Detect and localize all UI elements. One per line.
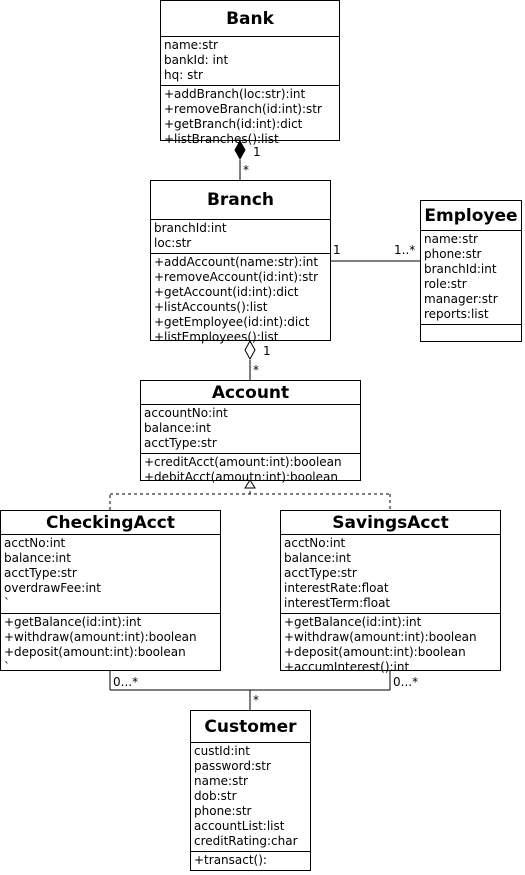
multiplicity-branch-account-branch-end: 1 [263,344,271,358]
attribute-row: acctNo:int [284,536,346,550]
attribute-row: name:str [424,232,478,246]
method-row: +accumInterest():int [284,660,410,674]
attribute-row: dob:str [194,789,237,803]
attribute-row: overdrawFee:int [4,581,101,595]
attribute-row: balance:int [4,551,71,565]
method-row: +getBranch(id:int):dict [164,117,303,131]
employee-methods [421,325,521,345]
multiplicity-bank-end: 1 [253,145,261,159]
attribute-row: interestTerm:float [284,596,391,610]
employee-class-name: Employee [421,201,521,231]
savingsacct-methods: +getBalance(id:int):int+withdraw(amount:… [281,614,500,677]
method-row: +removeBranch(id:int):str [164,102,322,116]
method-row: +withdraw(amount:int):boolean [284,630,477,644]
attribute-row: hq: str [164,68,203,82]
attribute-row: reports:list [424,307,489,321]
multiplicity-branch-account-account-end: * [253,363,259,377]
method-row: +debitAcct(amoutn:int):boolean [144,470,338,484]
attribute-row: interestRate:float [284,581,389,595]
attribute-row: password:str [194,759,271,773]
method-row: +removeAccount(id:int):str [154,270,319,284]
account-class-name: Account [141,381,360,405]
branch-class-name: Branch [151,181,330,220]
checkingacct-class-name: CheckingAcct [1,511,220,535]
method-row: +listEmployees():list [154,330,279,344]
attribute-row: branchId:int [424,262,497,276]
multiplicity-savings-customer: 0...* [393,675,419,689]
method-row: +addAccount(name:str):int [154,255,319,269]
attribute-row: role:str [424,277,467,291]
method-row: +listAccounts():list [154,300,268,314]
savingsacct-class-name: SavingsAcct [281,511,500,535]
customer-methods: +transact(): [191,852,310,870]
attribute-row: branchId:int [154,221,227,235]
method-row: ` [4,660,10,674]
branch-methods: +addAccount(name:str):int+removeAccount(… [151,254,330,347]
method-row: +addBranch(loc:str):int [164,87,306,101]
multiplicity-checking-customer: 0...* [113,675,139,689]
attribute-row: name:str [194,774,248,788]
customer-class-name: Customer [191,711,310,743]
method-row: +transact(): [194,853,267,867]
attribute-row: balance:int [284,551,351,565]
attribute-row: acctType:str [144,436,217,450]
multiplicity-customer-end: * [253,693,259,707]
method-row: +getAccount(id:int):dict [154,285,299,299]
method-row: +deposit(amount:int):boolean [4,645,186,659]
attribute-row: acctType:str [284,566,357,580]
bank-class-name: Bank [161,1,339,37]
attribute-row: creditRating:char [194,834,298,848]
attribute-row: manager:str [424,292,498,306]
checkingacct-methods: +getBalance(id:int):int+withdraw(amount:… [1,614,220,677]
attribute-row: accountNo:int [144,406,228,420]
method-row: +creditAcct(amount:int):boolean [144,455,342,469]
attribute-row: ` [4,596,10,610]
attribute-row: custId:int [194,744,251,758]
attribute-row: name:str [164,38,218,52]
method-row: +withdraw(amount:int):boolean [4,630,197,644]
attribute-row: acctNo:int [4,536,66,550]
composition-diamond-icon [234,139,246,161]
attribute-row: bankId: int [164,53,229,67]
attribute-row: phone:str [424,247,482,261]
multiplicity-branch-employee-branch-end: 1 [333,243,341,257]
attribute-row: balance:int [144,421,211,435]
aggregation-diamond-icon [244,339,256,361]
multiplicity-branch-end: * [243,163,249,177]
attribute-row: loc:str [154,236,192,250]
method-row: +deposit(amount:int):boolean [284,645,466,659]
inheritance-triangle-icon [244,479,256,489]
attribute-row: acctType:str [4,566,77,580]
multiplicity-branch-employee-employee-end: 1..* [394,243,416,257]
bank-methods: +addBranch(loc:str):int+removeBranch(id:… [161,86,339,149]
method-row: +listBranches():list [164,132,279,146]
account-methods: +creditAcct(amount:int):boolean+debitAcc… [141,454,360,487]
method-row: +getEmployee(id:int):dict [154,315,310,329]
method-row: +getBalance(id:int):int [4,615,142,629]
method-row: +getBalance(id:int):int [284,615,422,629]
attribute-row: phone:str [194,804,252,818]
attribute-row: accountList:list [194,819,285,833]
